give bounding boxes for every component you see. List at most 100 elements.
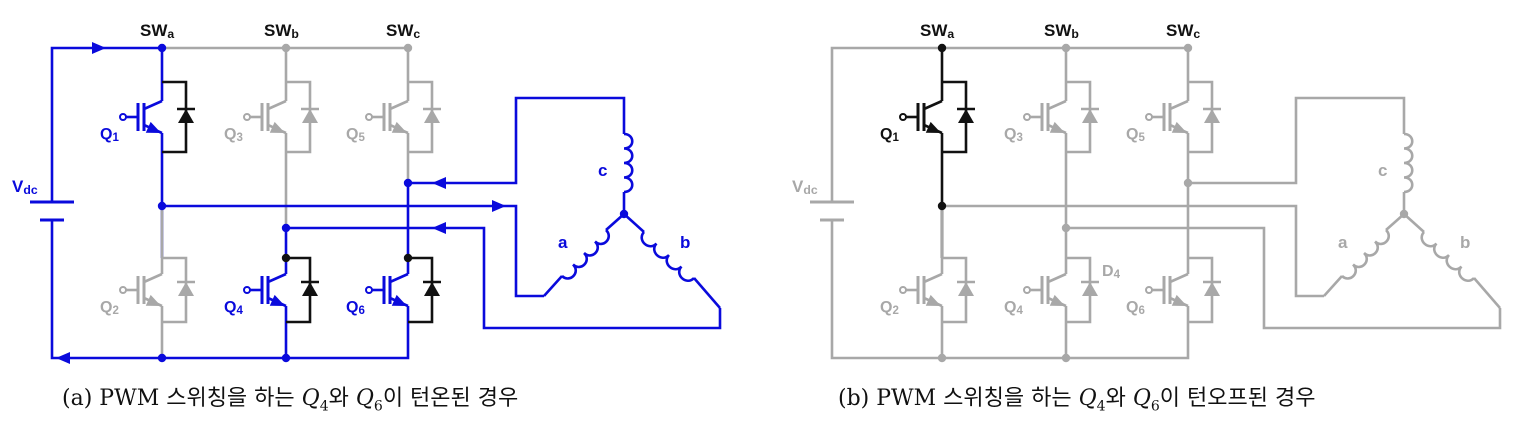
q4-label: Q4 bbox=[1004, 299, 1023, 317]
collector-diag bbox=[1169, 272, 1189, 284]
phase-c-label-main: c bbox=[1378, 161, 1387, 180]
diode-triangle bbox=[1082, 282, 1098, 296]
q3-label-main: Q bbox=[1004, 126, 1016, 143]
caption-b-q6: Q bbox=[1132, 386, 1151, 411]
caption-a-q4-sub: 4 bbox=[319, 398, 329, 415]
vdc-label: Vdc bbox=[12, 177, 38, 197]
junction-a-mid bbox=[937, 201, 947, 211]
neutral-dot bbox=[1399, 209, 1409, 219]
junction-a-bot bbox=[937, 353, 947, 363]
diode-triangle bbox=[302, 282, 318, 296]
d4-label-main: D bbox=[1102, 263, 1114, 280]
junction-c-mid bbox=[403, 178, 413, 188]
q5-label: Q5 bbox=[1126, 126, 1145, 144]
phase-a-label: a bbox=[1338, 233, 1348, 252]
vdc-label-sub: dc bbox=[23, 183, 37, 197]
emitter-arrow bbox=[391, 121, 407, 133]
junction-swc-top bbox=[403, 43, 413, 53]
q5-label-sub: 5 bbox=[1138, 132, 1145, 144]
caption-a-suffix: 이 턴온된 경우 bbox=[382, 386, 519, 411]
swa-label-sub: a bbox=[167, 27, 174, 41]
collector-diag bbox=[1047, 99, 1067, 111]
q1-label-sub: 1 bbox=[892, 132, 899, 144]
q3-label-sub: 3 bbox=[1016, 132, 1022, 144]
junction-swa-top bbox=[937, 43, 947, 53]
vdc-label: Vdc bbox=[792, 177, 818, 197]
q2-label-main: Q bbox=[100, 299, 112, 316]
emitter-arrow bbox=[145, 294, 161, 306]
gate-terminal bbox=[365, 286, 373, 294]
swa-label-main: SW bbox=[920, 21, 948, 40]
diode-triangle bbox=[178, 109, 194, 123]
phase-c-label: c bbox=[598, 161, 607, 180]
collector-diag bbox=[267, 99, 287, 111]
arrow-phase-b bbox=[432, 222, 446, 234]
q4-label-sub: 4 bbox=[236, 305, 243, 317]
junction-c-mid bbox=[1183, 178, 1193, 188]
phase-a-coil bbox=[1341, 229, 1391, 280]
igbt-module-1: Q1 bbox=[100, 80, 195, 154]
emitter-arrow bbox=[925, 121, 941, 133]
gate-terminal bbox=[1023, 286, 1031, 294]
q3-label: Q3 bbox=[1004, 126, 1023, 144]
emitter-arrow bbox=[391, 294, 407, 306]
igbt-module-3: Q3 bbox=[1004, 80, 1099, 154]
q4-label-sub: 4 bbox=[1016, 305, 1023, 317]
diode-triangle bbox=[958, 282, 974, 296]
gate-terminal bbox=[243, 286, 251, 294]
q2-label-sub: 2 bbox=[892, 305, 898, 317]
d4-label-sub: 4 bbox=[1114, 269, 1121, 281]
swc-label: SWc bbox=[386, 21, 420, 41]
igbt-module-2: Q2 bbox=[100, 256, 195, 324]
gate-terminal bbox=[243, 113, 251, 121]
junction-q4-top bbox=[281, 253, 291, 263]
caption-b-suffix: 이 턴오프된 경우 bbox=[1159, 386, 1316, 411]
emitter-arrow bbox=[269, 121, 285, 133]
swb-label-main: SW bbox=[1044, 21, 1072, 40]
collector-diag bbox=[143, 99, 163, 111]
q4-label: Q4 bbox=[224, 299, 243, 317]
q6-label-sub: 6 bbox=[358, 305, 364, 317]
caption-a-mid: 와 bbox=[328, 386, 356, 411]
swa-label: SWa bbox=[920, 21, 954, 41]
swa-label-sub: a bbox=[947, 27, 954, 41]
junction-a-bot bbox=[157, 353, 167, 363]
swb-label-sub: b bbox=[1071, 27, 1078, 41]
igbt-module-5: Q5 bbox=[346, 80, 441, 154]
q1-label: Q1 bbox=[880, 126, 899, 144]
swc-label-main: SW bbox=[386, 21, 414, 40]
d4-label: D4 bbox=[1102, 263, 1121, 281]
collector-diag bbox=[267, 272, 287, 284]
dc-positive-rail bbox=[830, 46, 942, 190]
collector-diag bbox=[389, 99, 409, 111]
junction-b-mid bbox=[281, 223, 291, 233]
collector-diag bbox=[923, 272, 943, 284]
bottom-bus bbox=[162, 322, 410, 360]
dc-negative-rail bbox=[830, 232, 942, 360]
phase-b-to-neutral bbox=[623, 213, 645, 233]
collector-diag bbox=[923, 99, 943, 111]
phase-a-lead bbox=[162, 204, 544, 298]
caption-b-q6-sub: 6 bbox=[1150, 398, 1160, 415]
diode-triangle bbox=[424, 109, 440, 123]
phase-b-coil bbox=[640, 231, 695, 283]
junction-b-bot bbox=[281, 353, 291, 363]
q1-label: Q1 bbox=[100, 126, 119, 144]
phase-c-label-main: c bbox=[598, 161, 607, 180]
swb-label-sub: b bbox=[291, 27, 298, 41]
phase-c-coil bbox=[1403, 132, 1414, 194]
diode-triangle bbox=[1204, 282, 1220, 296]
phase-c-label: c bbox=[1378, 161, 1387, 180]
phase-b-label-main: b bbox=[680, 233, 690, 252]
phase-c-coil bbox=[623, 132, 634, 194]
collector-diag bbox=[389, 272, 409, 284]
caption-a-q6: Q bbox=[355, 386, 374, 411]
q6-label: Q6 bbox=[1126, 299, 1145, 317]
swb-label: SWb bbox=[264, 21, 299, 41]
gate-terminal bbox=[119, 113, 127, 121]
phase-a-label: a bbox=[558, 233, 568, 252]
caption-b-q4: Q bbox=[1078, 386, 1097, 411]
diode-triangle bbox=[424, 282, 440, 296]
q1-label-sub: 1 bbox=[112, 132, 119, 144]
